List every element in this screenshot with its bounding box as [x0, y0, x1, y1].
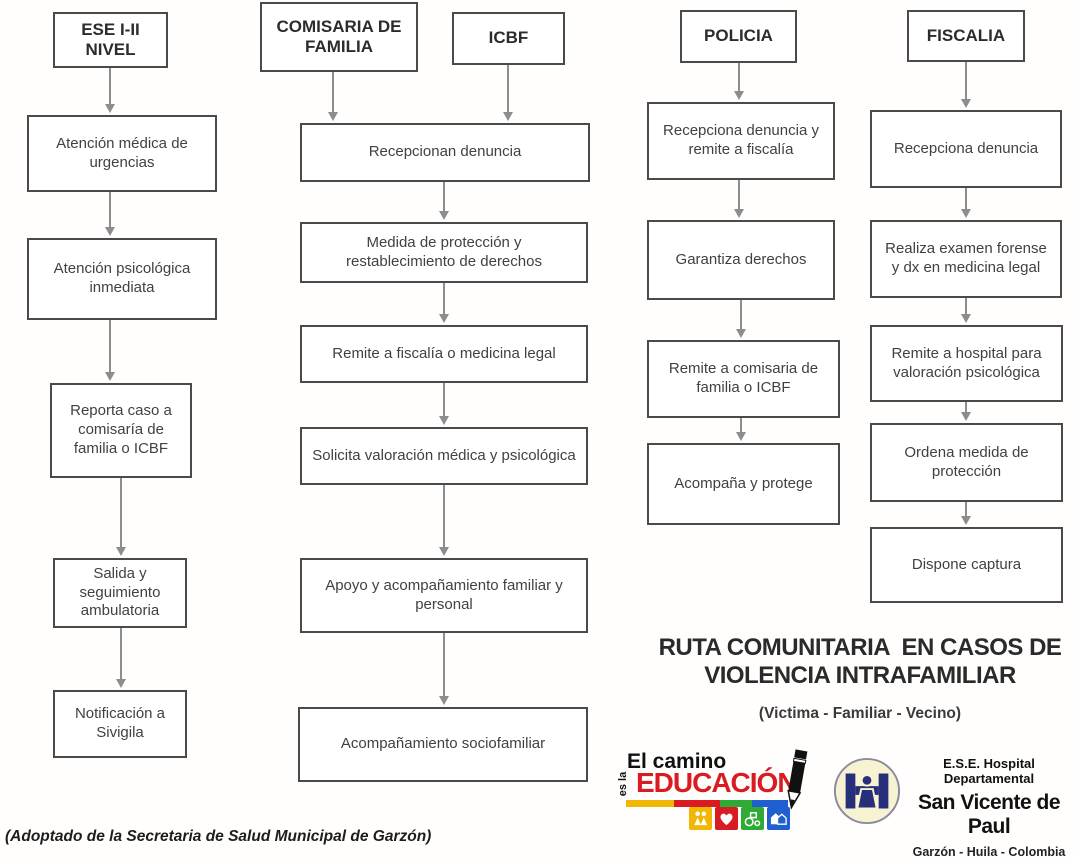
policia-step-acompana-protege: Acompaña y protege	[647, 443, 840, 525]
tractor-icon	[741, 807, 764, 830]
educacion-color-bar	[626, 800, 788, 807]
flow-arrow	[438, 633, 450, 705]
educacion-logo-side-text: es la	[617, 771, 630, 797]
educacion-logo: El camino es la EDUCACIÓN	[617, 746, 818, 840]
flow-arrow	[502, 65, 514, 121]
heart-icon	[715, 807, 738, 830]
flow-arrow	[438, 383, 450, 425]
pencil-icon	[777, 746, 814, 816]
flow-arrow	[438, 182, 450, 220]
diagram-title-block: RUTA COMUNITARIA EN CASOS DE VIOLENCIA I…	[645, 634, 1075, 723]
fiscalia-step-dispone-captura: Dispone captura	[870, 527, 1063, 603]
comisaria-step-medida-proteccion: Medida de protección y restablecimiento …	[300, 222, 588, 283]
icbf-header-box: ICBF	[452, 12, 565, 65]
flow-arrow	[960, 502, 972, 525]
ese-step-salida-seguimiento: Salida y seguimiento ambulatoria	[53, 558, 187, 628]
hospital-line-2: San Vicente de Paul	[917, 791, 1061, 838]
ese-header-box: ESE I-II NIVEL	[53, 12, 168, 68]
hospital-logo: E.S.E. Hospital Departamental San Vicent…	[830, 750, 1072, 859]
comisaria-step-recepcionan: Recepcionan denuncia	[300, 123, 590, 182]
adoption-footnote: (Adoptado de la Secretaria de Salud Muni…	[5, 828, 432, 845]
policia-step-recepciona: Recepciona denuncia y remite a fiscalía	[647, 102, 835, 180]
flow-arrow	[960, 402, 972, 421]
title-line-1: RUTA COMUNITARIA EN CASOS DE	[658, 634, 1062, 661]
flow-arrow	[115, 628, 127, 688]
comisaria-header-box: COMISARIA DE FAMILIA	[260, 2, 418, 72]
flow-arrow	[960, 188, 972, 218]
hospital-h-person-icon	[833, 757, 901, 830]
ese-step-reporta-caso: Reporta caso a comisaría de familia o IC…	[50, 383, 192, 478]
educacion-logo-top-text: El camino	[627, 750, 727, 773]
flow-arrow	[735, 418, 747, 441]
flow-arrow	[733, 180, 745, 218]
ese-step-atencion-medica: Atención médica de urgencias	[27, 115, 217, 192]
educacion-icon-row	[689, 807, 790, 830]
fiscalia-step-ordena-medida: Ordena medida de protección	[870, 423, 1063, 502]
policia-step-garantiza-derechos: Garantiza derechos	[647, 220, 835, 300]
flow-arrow	[104, 320, 116, 381]
fiscalia-step-recepciona: Recepciona denuncia	[870, 110, 1062, 188]
policia-header-box: POLICIA	[680, 10, 797, 63]
flow-arrow	[438, 485, 450, 556]
flow-arrow	[960, 298, 972, 323]
educacion-logo-main-text: EDUCACIÓN	[636, 767, 798, 798]
ese-step-notificacion-sivigila: Notificación a Sivigila	[53, 690, 187, 758]
ese-step-atencion-psicologica: Atención psicológica inmediata	[27, 238, 217, 320]
flow-arrow	[438, 283, 450, 323]
houses-icon	[767, 807, 790, 830]
flow-arrow	[115, 478, 127, 556]
hospital-line-1: E.S.E. Hospital Departamental	[943, 756, 1035, 786]
comisaria-step-acompanamiento-sociofamiliar: Acompañamiento sociofamiliar	[298, 707, 588, 782]
fiscalia-header-box: FISCALIA	[907, 10, 1025, 62]
hospital-line-3: Garzón - Huila - Colombia	[912, 845, 1066, 859]
family-icon	[689, 807, 712, 830]
policia-step-remite-comisaria: Remite a comisaria de familia o ICBF	[647, 340, 840, 418]
flow-arrow	[104, 192, 116, 236]
fiscalia-step-examen-forense: Realiza examen forense y dx en medicina …	[870, 220, 1062, 298]
flow-arrow	[735, 300, 747, 338]
title-line-2: VIOLENCIA INTRAFAMILIAR	[704, 661, 1016, 689]
flow-arrow	[327, 72, 339, 121]
flow-arrow	[104, 68, 116, 113]
comisaria-step-remite-fiscalia: Remite a fiscalía o medicina legal	[300, 325, 588, 383]
fiscalia-step-remite-hospital: Remite a hospital para valoración psicol…	[870, 325, 1063, 402]
flow-arrow	[960, 62, 972, 108]
flow-arrow	[733, 63, 745, 100]
title-subtitle: (Victima - Familiar - Vecino)	[758, 705, 962, 723]
comisaria-step-apoyo-acompanamiento: Apoyo y acompañamiento familiar y person…	[300, 558, 588, 633]
hospital-logo-text: E.S.E. Hospital Departamental San Vicent…	[906, 756, 1072, 859]
comisaria-step-solicita-valoracion: Solicita valoración médica y psicológica	[300, 427, 588, 485]
